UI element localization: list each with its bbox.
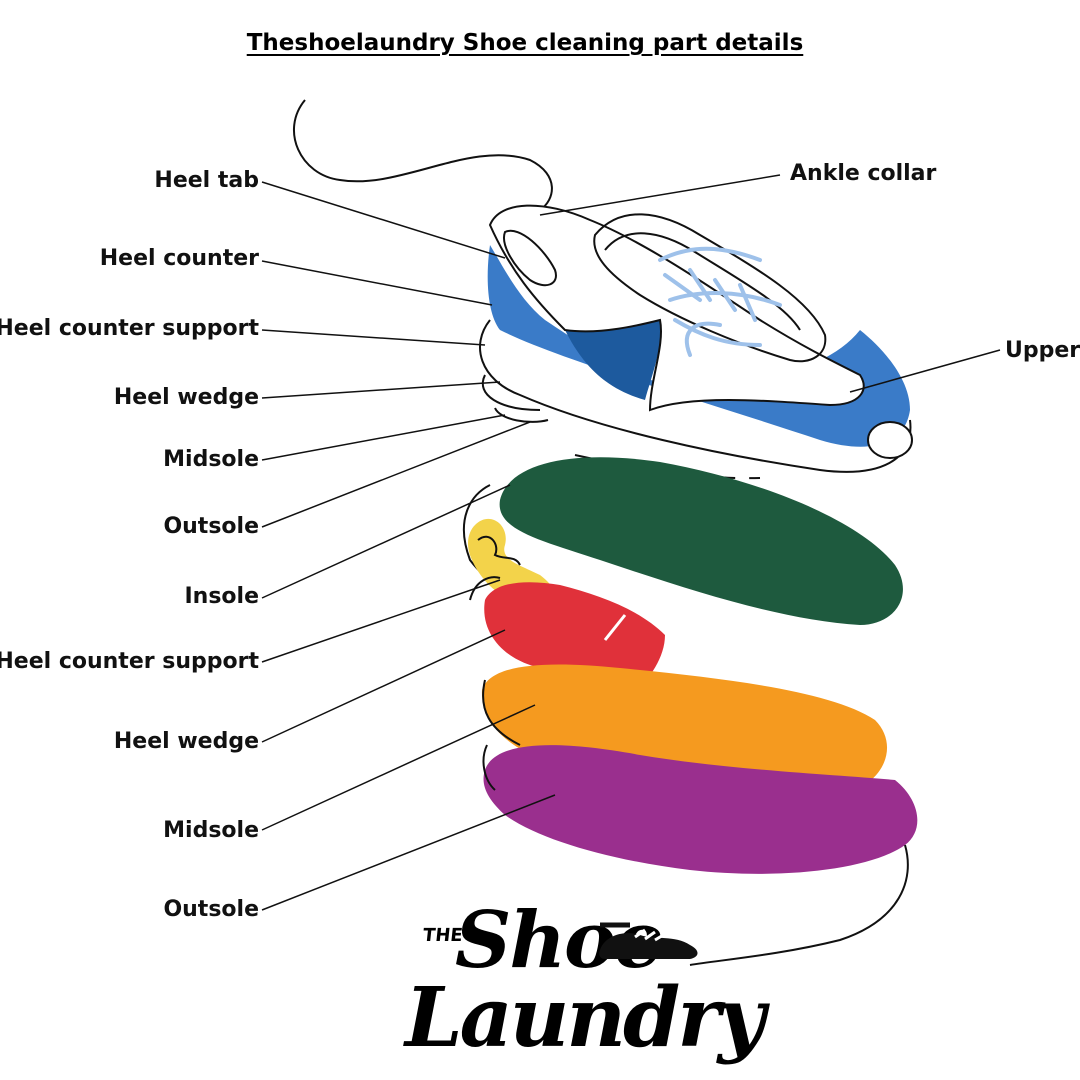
decorative-outline-curve (293, 99, 553, 211)
insole-green (499, 457, 903, 625)
heel-tab-shape (503, 229, 557, 287)
outsole-purple (483, 745, 918, 874)
decorative-outline-tail (689, 844, 909, 966)
label-ankle-collar: Ankle collar (790, 161, 937, 186)
shoe-tongue (593, 213, 827, 363)
label-upper: Upper (1005, 338, 1080, 363)
label-heel-counter-support-top: Heel counter support (0, 316, 259, 341)
toe-bumper (867, 421, 913, 459)
shoe-laundry-logo: THE Shoe Laundry (405, 895, 765, 1070)
shoe-laces (658, 246, 782, 357)
shoe-upper-white (488, 204, 865, 412)
shoe-upper-assembly (479, 204, 913, 473)
page-title: Theshoelaundry Shoe cleaning part detail… (246, 30, 804, 56)
shoe-side-panel (565, 315, 662, 400)
label-midsole-top: Midsole (163, 447, 259, 472)
label-heel-tab: Heel tab (154, 168, 259, 193)
shoe-sole-outline (479, 319, 912, 473)
label-outsole-bottom: Outsole (163, 897, 259, 922)
leader-lines (261, 174, 1001, 911)
label-heel-counter: Heel counter (99, 246, 259, 271)
logo-sneaker-icon (599, 922, 698, 959)
heel-counter-support-red (484, 582, 665, 695)
label-outsole-top: Outsole (163, 514, 259, 539)
logo-laundry-text: Laundry (405, 970, 765, 1066)
label-midsole-bottom: Midsole (163, 818, 259, 843)
label-insole: Insole (184, 584, 259, 609)
label-heel-counter-support-bottom: Heel counter support (0, 649, 259, 674)
label-heel-wedge-bottom: Heel wedge (113, 729, 259, 754)
label-heel-wedge-top: Heel wedge (113, 385, 259, 410)
